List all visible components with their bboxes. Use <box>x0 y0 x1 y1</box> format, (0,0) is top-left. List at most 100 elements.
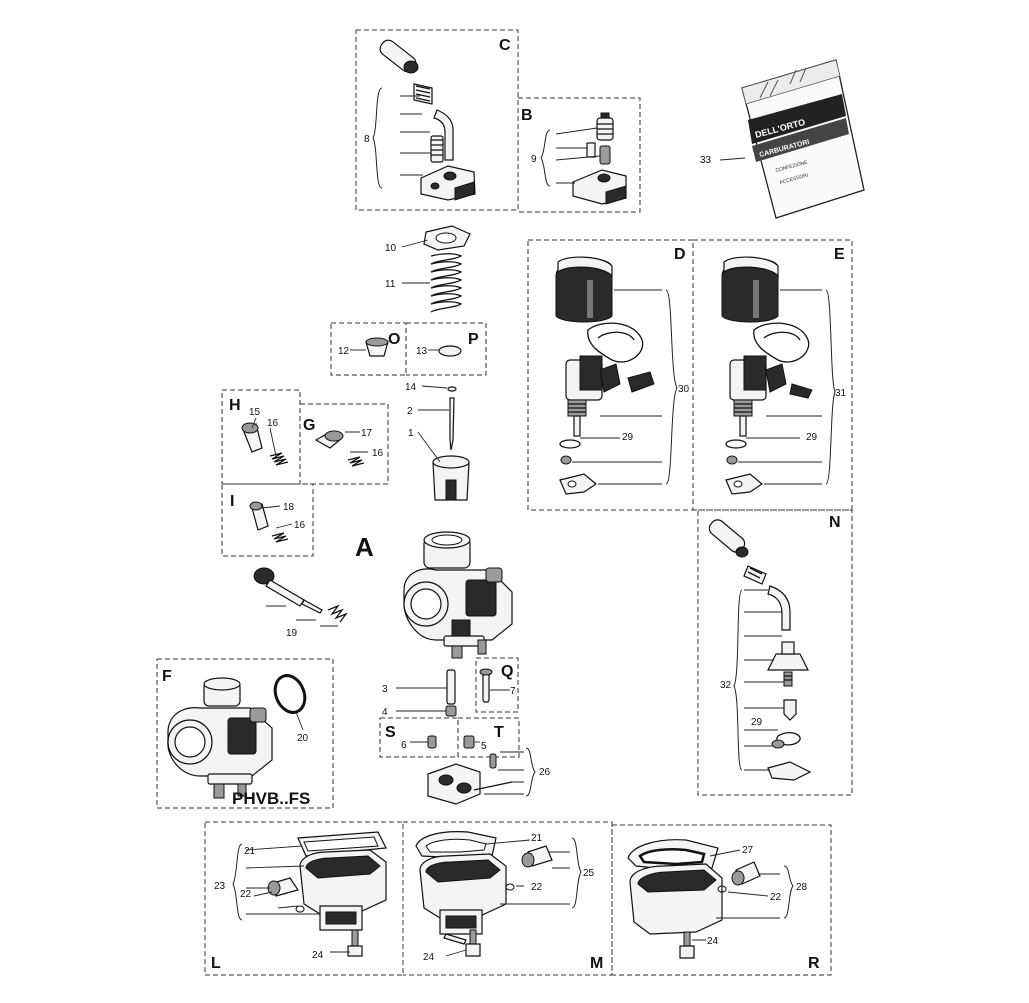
callout-28: 28 <box>796 882 808 893</box>
callout-27: 27 <box>742 845 754 856</box>
part-group-d <box>555 256 678 495</box>
callout-24-m: 24 <box>423 952 435 963</box>
group-label-h: H <box>229 397 241 414</box>
group-label-d: D <box>674 246 686 263</box>
part-group-c <box>372 39 476 201</box>
accessory-bag: DELL'ORTO CARBURATORI CONFEZIONE ACCESSO… <box>719 59 865 219</box>
callout-10: 10 <box>385 243 397 254</box>
part-group-r <box>627 839 794 959</box>
group-label-b: B <box>521 107 533 124</box>
group-box-m <box>403 821 613 976</box>
part-group-h <box>241 417 289 466</box>
group-label-f: F <box>162 668 172 685</box>
callout-12: 12 <box>338 346 350 357</box>
part-group-b <box>540 112 627 205</box>
part-group-g <box>314 430 368 467</box>
part-clip-14 <box>421 385 457 392</box>
callout-22-m: 22 <box>531 882 543 893</box>
callout-26: 26 <box>539 767 551 778</box>
group-label-n: N <box>829 514 841 531</box>
group-label-l: L <box>211 955 221 972</box>
part-group-l <box>232 831 387 957</box>
callout-16-g: 16 <box>372 448 384 459</box>
group-label-r: R <box>808 955 820 972</box>
group-label-g: G <box>303 417 315 434</box>
carburetor-body-a <box>403 531 513 659</box>
callout-23: 23 <box>214 881 226 892</box>
callout-4: 4 <box>382 707 388 718</box>
part-group-o <box>350 337 389 357</box>
group-box-n <box>697 509 853 796</box>
callout-22-l: 22 <box>240 889 252 900</box>
callout-2: 2 <box>407 406 413 417</box>
part-group-p <box>428 345 462 357</box>
part-slide-1 <box>417 431 470 501</box>
callout-33: 33 <box>700 155 712 166</box>
callout-31: 31 <box>835 388 847 399</box>
group-box-c <box>355 29 519 211</box>
group-box-p <box>406 322 487 376</box>
callout-30: 30 <box>678 384 690 395</box>
callout-24-r: 24 <box>707 936 719 947</box>
group-box-h <box>221 389 301 485</box>
callout-8: 8 <box>364 134 370 145</box>
callout-9: 9 <box>531 154 537 165</box>
callout-29-n: 29 <box>751 717 763 728</box>
callout-6: 6 <box>401 740 407 751</box>
callout-13: 13 <box>416 346 428 357</box>
part-gasket-10 <box>401 225 471 251</box>
part-jet-holder-3 <box>396 669 456 705</box>
callout-24-l: 24 <box>312 950 324 961</box>
callout-5: 5 <box>481 741 487 752</box>
carburetor-body-f <box>167 677 273 799</box>
callout-16-h: 16 <box>267 418 279 429</box>
callout-32: 32 <box>720 680 732 691</box>
group-box-b <box>518 97 641 213</box>
group-box-q <box>475 657 519 713</box>
group-label-t: T <box>494 724 504 741</box>
group-label-s: S <box>385 724 396 741</box>
callout-22-r: 22 <box>770 892 782 903</box>
callout-21-m: 21 <box>531 833 543 844</box>
callout-25: 25 <box>583 868 595 879</box>
callout-20: 20 <box>297 733 309 744</box>
group-box-t <box>458 717 520 758</box>
callout-7: 7 <box>510 686 516 697</box>
group-label-e: E <box>834 246 845 263</box>
callout-19: 19 <box>286 628 298 639</box>
part-group-m <box>415 831 582 957</box>
callout-17: 17 <box>361 428 373 439</box>
part-jet-4 <box>396 705 457 717</box>
group-label-i: I <box>230 493 234 510</box>
group-label-p: P <box>468 331 479 348</box>
callout-3: 3 <box>382 684 388 695</box>
callout-14: 14 <box>405 382 417 393</box>
callout-15: 15 <box>249 407 261 418</box>
callout-16-i: 16 <box>294 520 306 531</box>
group-label-c: C <box>499 37 511 54</box>
group-box-r <box>611 824 832 976</box>
part-float-26 <box>427 747 536 805</box>
callout-29-d: 29 <box>622 432 634 443</box>
group-label-m: M <box>590 955 603 972</box>
part-group-q <box>479 668 510 703</box>
main-assembly-label: A <box>355 532 374 562</box>
part-group-i <box>249 501 293 543</box>
part-group-e <box>721 256 836 495</box>
callout-11: 11 <box>385 279 396 290</box>
part-group-s <box>410 735 437 749</box>
callout-1: 1 <box>408 428 414 439</box>
group-box-i <box>221 483 314 557</box>
part-spring-11 <box>402 253 463 313</box>
group-box-f <box>156 658 334 809</box>
model-caption: PHVB..FS <box>232 789 310 808</box>
group-label-o: O <box>388 331 400 348</box>
callout-18: 18 <box>283 502 295 513</box>
group-label-q: Q <box>501 663 513 680</box>
part-group-n <box>708 519 812 781</box>
callout-21-l: 21 <box>244 846 256 857</box>
group-box-l <box>204 821 404 976</box>
group-box-o <box>330 322 407 376</box>
group-box-g <box>300 403 389 485</box>
